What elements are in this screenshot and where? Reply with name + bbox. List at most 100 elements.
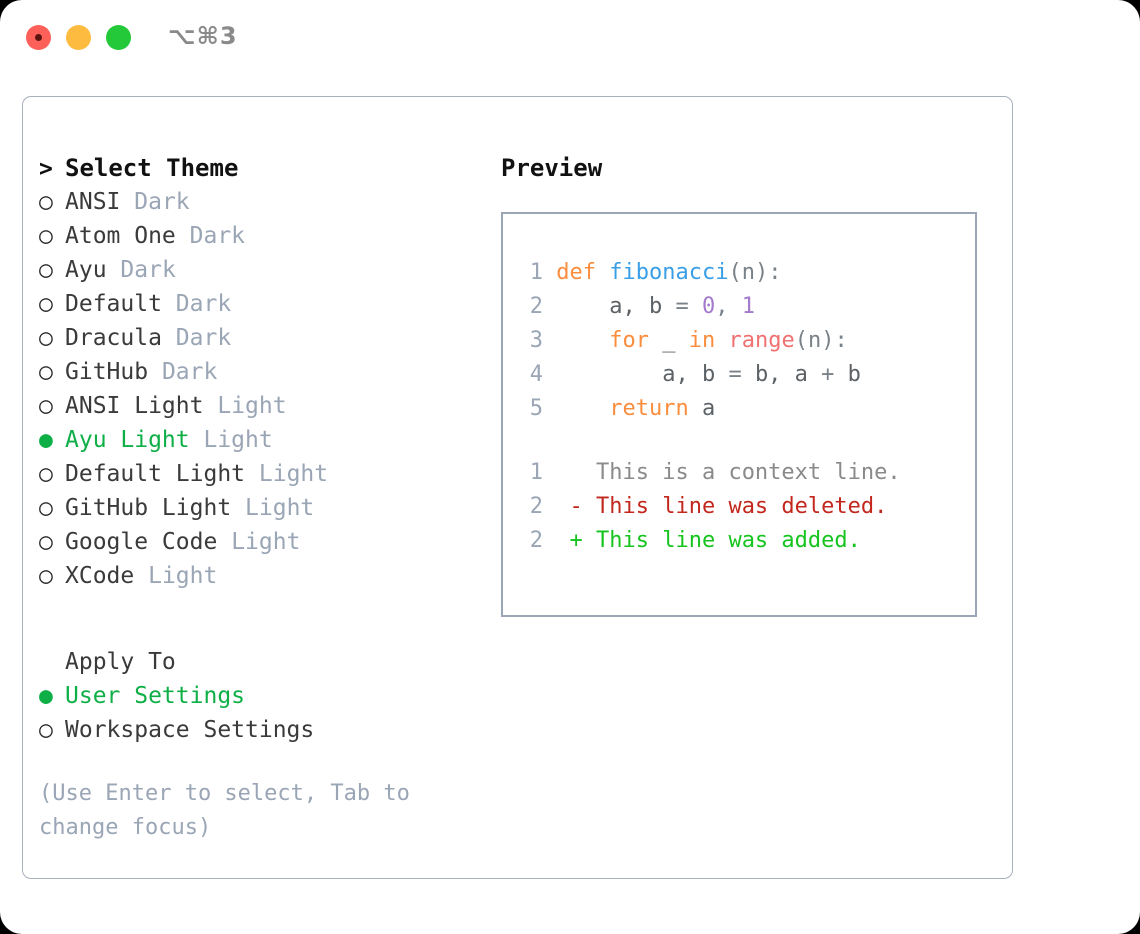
theme-variant-badge: Light	[231, 529, 301, 555]
title-bar: ⌥⌘3	[0, 0, 1140, 78]
theme-option-default-light[interactable]: ○Default Light Light	[39, 457, 469, 491]
radio-unselected-icon: ○	[39, 223, 53, 249]
code-line-number: 4	[529, 362, 543, 387]
code-diff-spacer	[517, 426, 975, 456]
keyboard-hint-text: (Use Enter to select, Tab to change focu…	[39, 781, 424, 840]
code-line: 4 a, b = b, a + b	[517, 358, 975, 392]
code-line-number: 2	[529, 294, 543, 319]
preview-pane: Preview 1 def fibonacci(n):2 a, b = 0, 1…	[501, 151, 991, 617]
radio-unselected-icon: ○	[39, 529, 53, 555]
apply-to-option-label: Workspace Settings	[65, 717, 315, 743]
section-spacer	[39, 593, 469, 645]
window-controls	[26, 25, 131, 50]
diff-text: This line was added.	[582, 528, 861, 553]
theme-option-default[interactable]: ○Default Dark	[39, 287, 469, 321]
code-line-number: 3	[529, 328, 543, 353]
theme-variant-badge: Dark	[189, 223, 246, 249]
theme-option-github[interactable]: ○ GitHub Dark	[39, 355, 469, 389]
code-token-kw: in	[688, 328, 729, 353]
theme-variant-badge: Dark	[120, 257, 176, 283]
select-theme-heading-label: Select Theme	[65, 154, 239, 182]
theme-option-label: Ayu	[65, 257, 107, 283]
code-token-num: 1	[741, 294, 755, 319]
code-token-var: _	[662, 328, 689, 353]
code-token-fn: fibonacci	[609, 260, 729, 285]
code-token-kw: return	[609, 396, 702, 421]
theme-variant-badge: Light	[245, 495, 315, 521]
diff-text: This is a context line.	[582, 460, 901, 485]
theme-option-ayu[interactable]: ○Ayu Dark	[39, 253, 469, 287]
theme-variant-badge: Dark	[161, 359, 218, 385]
theme-variant-badge: Dark	[134, 189, 190, 215]
code-token-punct: (n):	[728, 260, 782, 285]
radio-unselected-icon: ○	[39, 461, 53, 487]
theme-option-label: ANSI	[65, 189, 121, 215]
theme-option-label: GitHub	[65, 359, 149, 385]
diff-line-number: 2	[529, 528, 543, 553]
theme-variant-badge: Light	[203, 427, 273, 453]
radio-selected-icon: ●	[39, 683, 53, 709]
diff-sign: +	[569, 528, 583, 553]
theme-variant-badge: Dark	[175, 291, 232, 317]
code-line: 3 for _ in range(n):	[517, 324, 975, 358]
apply-to-option-label: User Settings	[65, 683, 246, 709]
apply-to-option-user-settings[interactable]: ● User Settings	[39, 679, 469, 713]
diff-line-number: 1	[529, 460, 543, 485]
code-token-var: a	[701, 396, 716, 421]
apply-to-heading-label: Apply To	[65, 649, 176, 675]
diff-sign: -	[569, 494, 583, 519]
theme-option-dracula[interactable]: ○Dracula Dark	[39, 321, 469, 355]
diff-line: 2 - This line was deleted.	[517, 490, 975, 524]
radio-selected-icon: ●	[39, 427, 53, 453]
keyboard-shortcut-label: ⌥⌘3	[168, 22, 238, 50]
code-token-punct: ,	[715, 294, 742, 319]
maximize-button[interactable]	[106, 25, 131, 50]
radio-unselected-icon: ○	[39, 359, 53, 385]
theme-picker-card: >Select Theme ○ANSI Dark○Atom One Dark○A…	[22, 96, 1013, 879]
diff-sign	[570, 460, 583, 485]
apply-to-option-workspace-settings[interactable]: ○ Workspace Settings	[39, 713, 469, 747]
code-token-punct: =	[728, 362, 755, 387]
diff-line: 1 This is a context line.	[517, 456, 975, 490]
code-token-var	[556, 328, 609, 353]
apply-to-heading: ○Apply To	[39, 645, 469, 679]
radio-unselected-icon: ○	[39, 393, 53, 419]
apply-to-option-list: ● User Settings ○ Workspace Settings	[39, 679, 469, 747]
theme-variant-badge: Dark	[175, 325, 232, 351]
theme-option-ansi[interactable]: ○ANSI Dark	[39, 185, 469, 219]
code-token-var: b	[847, 362, 861, 387]
code-line: 5 return a	[517, 392, 975, 426]
theme-option-label: XCode	[65, 563, 135, 589]
theme-option-label: Google Code	[65, 529, 218, 555]
close-button[interactable]	[26, 25, 51, 50]
code-token-num: 0	[701, 294, 716, 319]
code-token-var: a, b	[556, 362, 729, 387]
minimize-button[interactable]	[66, 25, 91, 50]
code-token-var	[556, 396, 609, 421]
code-token-punct: =	[675, 294, 702, 319]
code-token-punct: (n):	[794, 328, 848, 353]
theme-option-label: Default Light	[65, 461, 246, 487]
theme-option-ansi-light[interactable]: ○ANSI Light Light	[39, 389, 469, 423]
theme-option-google-code[interactable]: ○ Google Code Light	[39, 525, 469, 559]
radio-unselected-icon: ○	[39, 495, 53, 521]
theme-option-atom-one[interactable]: ○ Atom One Dark	[39, 219, 469, 253]
radio-unselected-icon: ○	[39, 717, 53, 743]
theme-option-ayu-light[interactable]: ●Ayu Light Light	[39, 423, 469, 457]
spacer-icon: ○	[39, 645, 65, 679]
focus-caret-icon: >	[39, 156, 53, 182]
theme-option-xcode[interactable]: ○XCode Light	[39, 559, 469, 593]
code-token-kw: for	[609, 328, 663, 353]
diff-text: This line was deleted.	[582, 494, 888, 519]
theme-variant-badge: Light	[148, 563, 218, 589]
code-line-number: 1	[529, 260, 543, 285]
select-theme-heading: > Select Theme	[39, 151, 469, 185]
theme-variant-badge: Light	[217, 393, 287, 419]
diff-sample: 1 This is a context line.2 - This line w…	[517, 456, 975, 558]
theme-option-github-light[interactable]: ○ GitHub Light Light	[39, 491, 469, 525]
theme-option-label: Atom One	[65, 223, 176, 249]
theme-option-label: GitHub Light	[65, 495, 232, 521]
code-token-kw: def	[556, 260, 610, 285]
